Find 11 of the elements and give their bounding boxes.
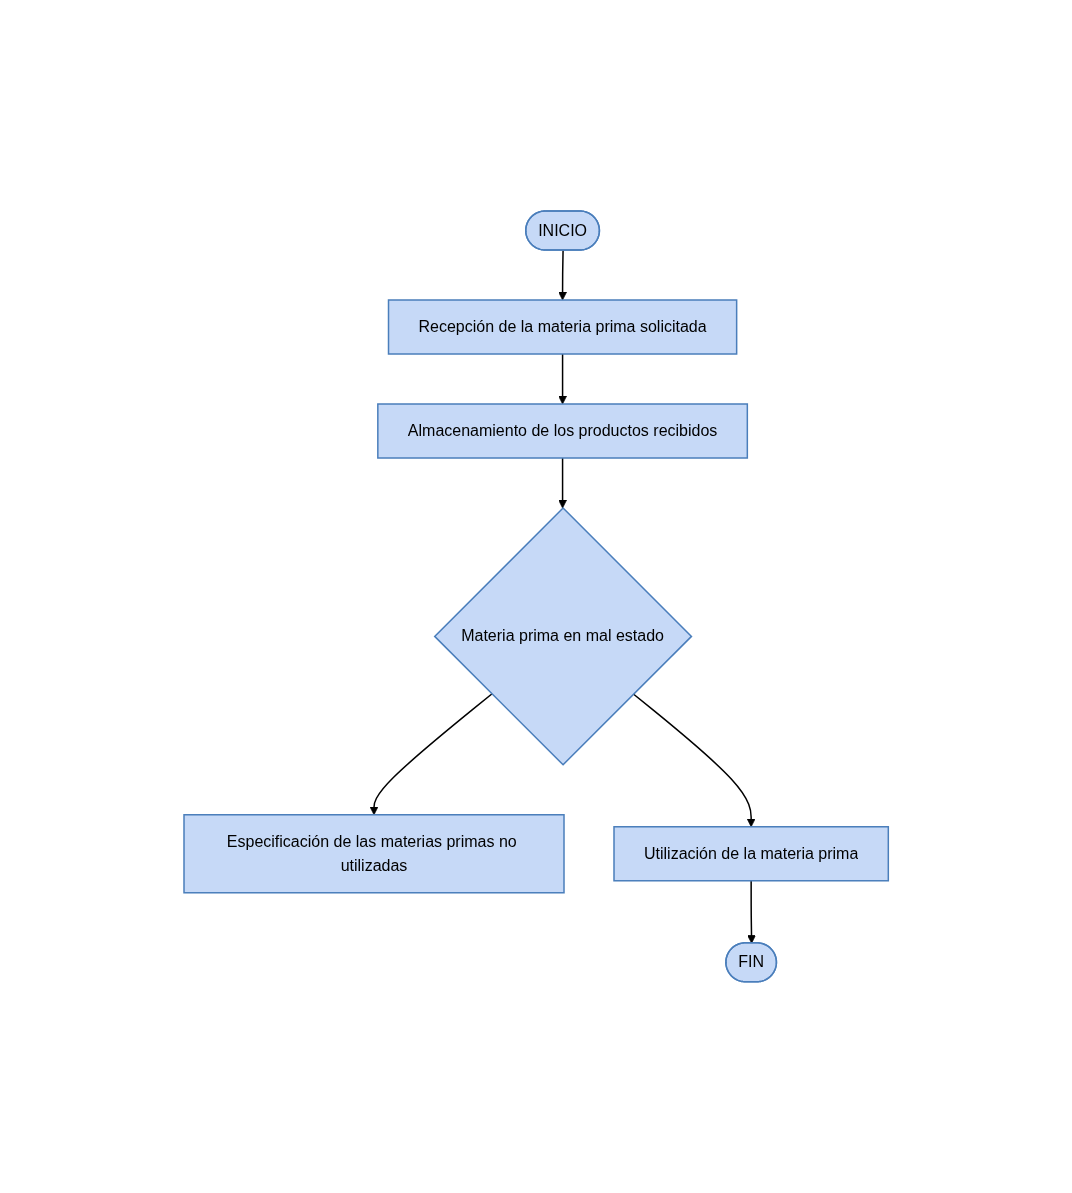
node-box: Recepción de la materia prima solicitada — [387, 299, 738, 355]
node-box: Especificación de las materias primas no utilizadas — [183, 814, 565, 894]
arrow — [746, 880, 756, 944]
arrow — [558, 249, 567, 301]
arrow — [369, 693, 493, 816]
node-box: Almacenamiento de los productos recibidos — [376, 403, 748, 459]
arrow — [558, 457, 567, 509]
arrow — [558, 353, 567, 405]
node-diamond: Materia prima en mal estado — [433, 507, 693, 766]
arrow — [632, 693, 756, 828]
node-box: Utilización de la materia prima — [613, 826, 889, 882]
